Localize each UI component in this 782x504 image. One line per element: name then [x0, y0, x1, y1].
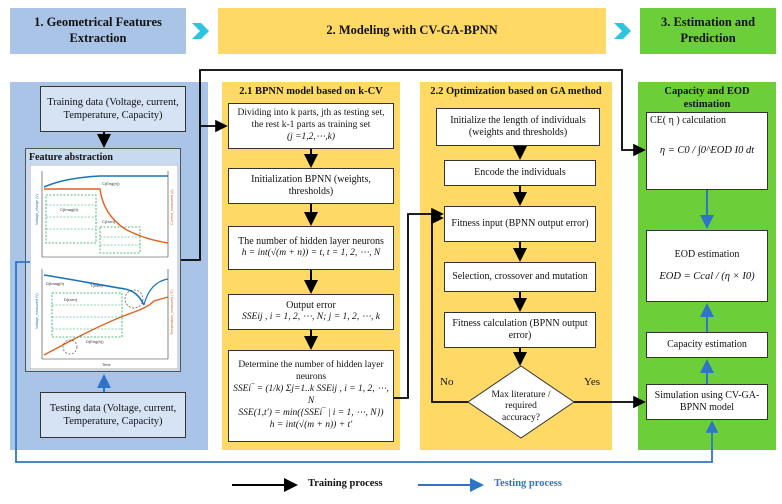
ga-box-selection-text: Selection, crossover and mutation [452, 270, 588, 282]
stage1-header: 1. Geometrical Features Extraction [10, 8, 186, 54]
feature-abstraction-title: Feature abstraction [29, 152, 113, 163]
ga-no-label: No [440, 376, 454, 388]
discharge-label-1: D(Imag(h) [46, 281, 65, 286]
ga-decision-text: Max literature / required accuracy? [491, 390, 551, 423]
stage1-header-text: 1. Geometrical Features Extraction [34, 15, 162, 45]
testing-data-box: Testing data (Voltage, current, Temperat… [40, 392, 186, 438]
feature-abstraction-box: Feature abstraction Voltage_charge (V) C… [25, 148, 181, 372]
chevron-right-icon [190, 21, 210, 41]
ga-box-fitness-calc-text: Fitness calculation (BPNN output error) [452, 317, 588, 342]
ga-box-selection: Selection, crossover and mutation [444, 262, 596, 292]
charge-label-2: C(Eng(h)) [102, 181, 120, 186]
charge-label-1: C(Imag(h) [60, 207, 79, 212]
discharge-label-3: D(Ixen) [64, 297, 78, 302]
ce-box-formula: η = C0 / ∫0^EOD I0 dt [659, 144, 755, 156]
bpnn-box-hidden-text: The number of hidden layer neurons [238, 235, 384, 247]
testing-data-text: Testing data (Voltage, current, Temperat… [49, 402, 177, 427]
bpnn-box-init: Initialization BPNN (weights, thresholds… [228, 168, 394, 204]
charge-plot: Voltage_charge (V) Current_measured (A) … [35, 171, 174, 258]
bpnn-box-determine-formula1: SSEi‾ = (1/k) Σj=1..k SSEij , i = 1, 2, … [233, 384, 389, 406]
bpnn-box-error: Output error SSEij , i = 1, 2, ⋯, N; j =… [228, 294, 394, 330]
discharge-label-2: T(Ixen) [90, 283, 103, 288]
simulation-box-text: Simulation using CV-GA-BPNN model [654, 389, 760, 414]
bpnn-box-determine-formula3: h = int(√(m + n)) + t′ [269, 419, 353, 430]
training-data-text: Training data (Voltage, current, Tempera… [47, 96, 179, 121]
eod-box-title: EOD estimation [674, 249, 740, 261]
bpnn-box-init-text: Initialization BPNN (weights, thresholds… [251, 173, 371, 198]
ga-title: 2.2 Optimization based on GA method [430, 86, 602, 97]
discharge-plot: Voltage_measured (V) Temperature_measure… [35, 269, 174, 367]
bpnn-box-error-formula: SSEij , i = 1, 2, ⋯, N; j = 1, 2, ⋯, k [242, 312, 380, 323]
ga-box-encode-text: Encode the individuals [474, 166, 566, 178]
bpnn-box-determine: Determine the number of hidden layer neu… [228, 350, 394, 442]
discharge-ylabel-right: Temperature_measured (°C) [170, 289, 174, 335]
bpnn-box-divide: Dividing into k parts, jth as testing se… [228, 103, 394, 149]
bpnn-title: 2.1 BPNN model based on k-CV [239, 86, 383, 97]
charge-ylabel-left: Voltage_charge (V) [35, 194, 39, 225]
charge-label-3: C(Ixen) [102, 219, 116, 224]
bpnn-box-divide-formula: (j =1,2,⋯,k) [286, 131, 336, 142]
ga-yes-label: Yes [584, 376, 601, 388]
ga-box-fitness-input: Fitness input (BPNN output error) [444, 206, 596, 242]
legend-training-text: Training process [308, 478, 383, 489]
stage3-header-text: 3. Estimation and Prediction [660, 15, 756, 45]
discharge-ylabel-left: Voltage_measured (V) [35, 293, 39, 329]
ga-box-initialize: Initialize the length of individuals (we… [436, 108, 600, 146]
bpnn-box-error-text: Output error [286, 299, 336, 311]
ce-box-title: CE( η ) calculation [650, 115, 727, 126]
bpnn-box-divide-text: Dividing into k parts, jth as testing se… [237, 108, 385, 131]
eod-box-formula: EOD = Ccal / (η × I0) [659, 270, 755, 282]
feature-plots: Voltage_charge (V) Current_measured (A) … [30, 165, 178, 369]
stage2-header: 2. Modeling with CV-GA-BPNN [218, 8, 606, 54]
legend-testing-text: Testing process [494, 478, 562, 489]
bpnn-box-hidden: The number of hidden layer neurons h = i… [228, 226, 394, 270]
ce-box: CE( η ) calculation η = C0 / ∫0^EOD I0 d… [646, 112, 768, 190]
chevron-right-icon [612, 21, 632, 41]
eod-box: EOD estimation EOD = Ccal / (η × I0) [646, 230, 768, 302]
training-data-box: Training data (Voltage, current, Tempera… [40, 86, 186, 132]
stage3-header: 3. Estimation and Prediction [640, 8, 776, 54]
ga-box-encode: Encode the individuals [444, 160, 596, 186]
capacity-box: Capacity estimation [646, 332, 768, 358]
discharge-label-4: D(Eng(h)) [86, 339, 104, 344]
capacity-box-text: Capacity estimation [667, 338, 747, 350]
bpnn-box-determine-formula2: SSE(1,t′) = min({SSEi‾ | i = 1, ⋯, N}) [238, 407, 384, 418]
discharge-xlabel: Time [102, 362, 112, 367]
stage2-header-text: 2. Modeling with CV-GA-BPNN [326, 23, 498, 38]
ga-box-fitness-calc: Fitness calculation (BPNN output error) [444, 312, 596, 348]
ga-box-fitness-input-text: Fitness input (BPNN output error) [451, 217, 589, 229]
bpnn-box-determine-text: Determine the number of hidden layer neu… [238, 360, 384, 383]
ga-decision-diamond [467, 365, 575, 439]
bpnn-box-hidden-formula: h = int(√(m + n)) = t, t = 1, 2, ⋯, N [241, 248, 381, 259]
estimation-title: Capacity and EOD estimation [664, 86, 750, 110]
simulation-box: Simulation using CV-GA-BPNN model [646, 384, 768, 420]
charge-ylabel-right: Current_measured (A) [170, 189, 174, 225]
ga-box-initialize-text: Initialize the length of individuals (we… [450, 114, 586, 139]
